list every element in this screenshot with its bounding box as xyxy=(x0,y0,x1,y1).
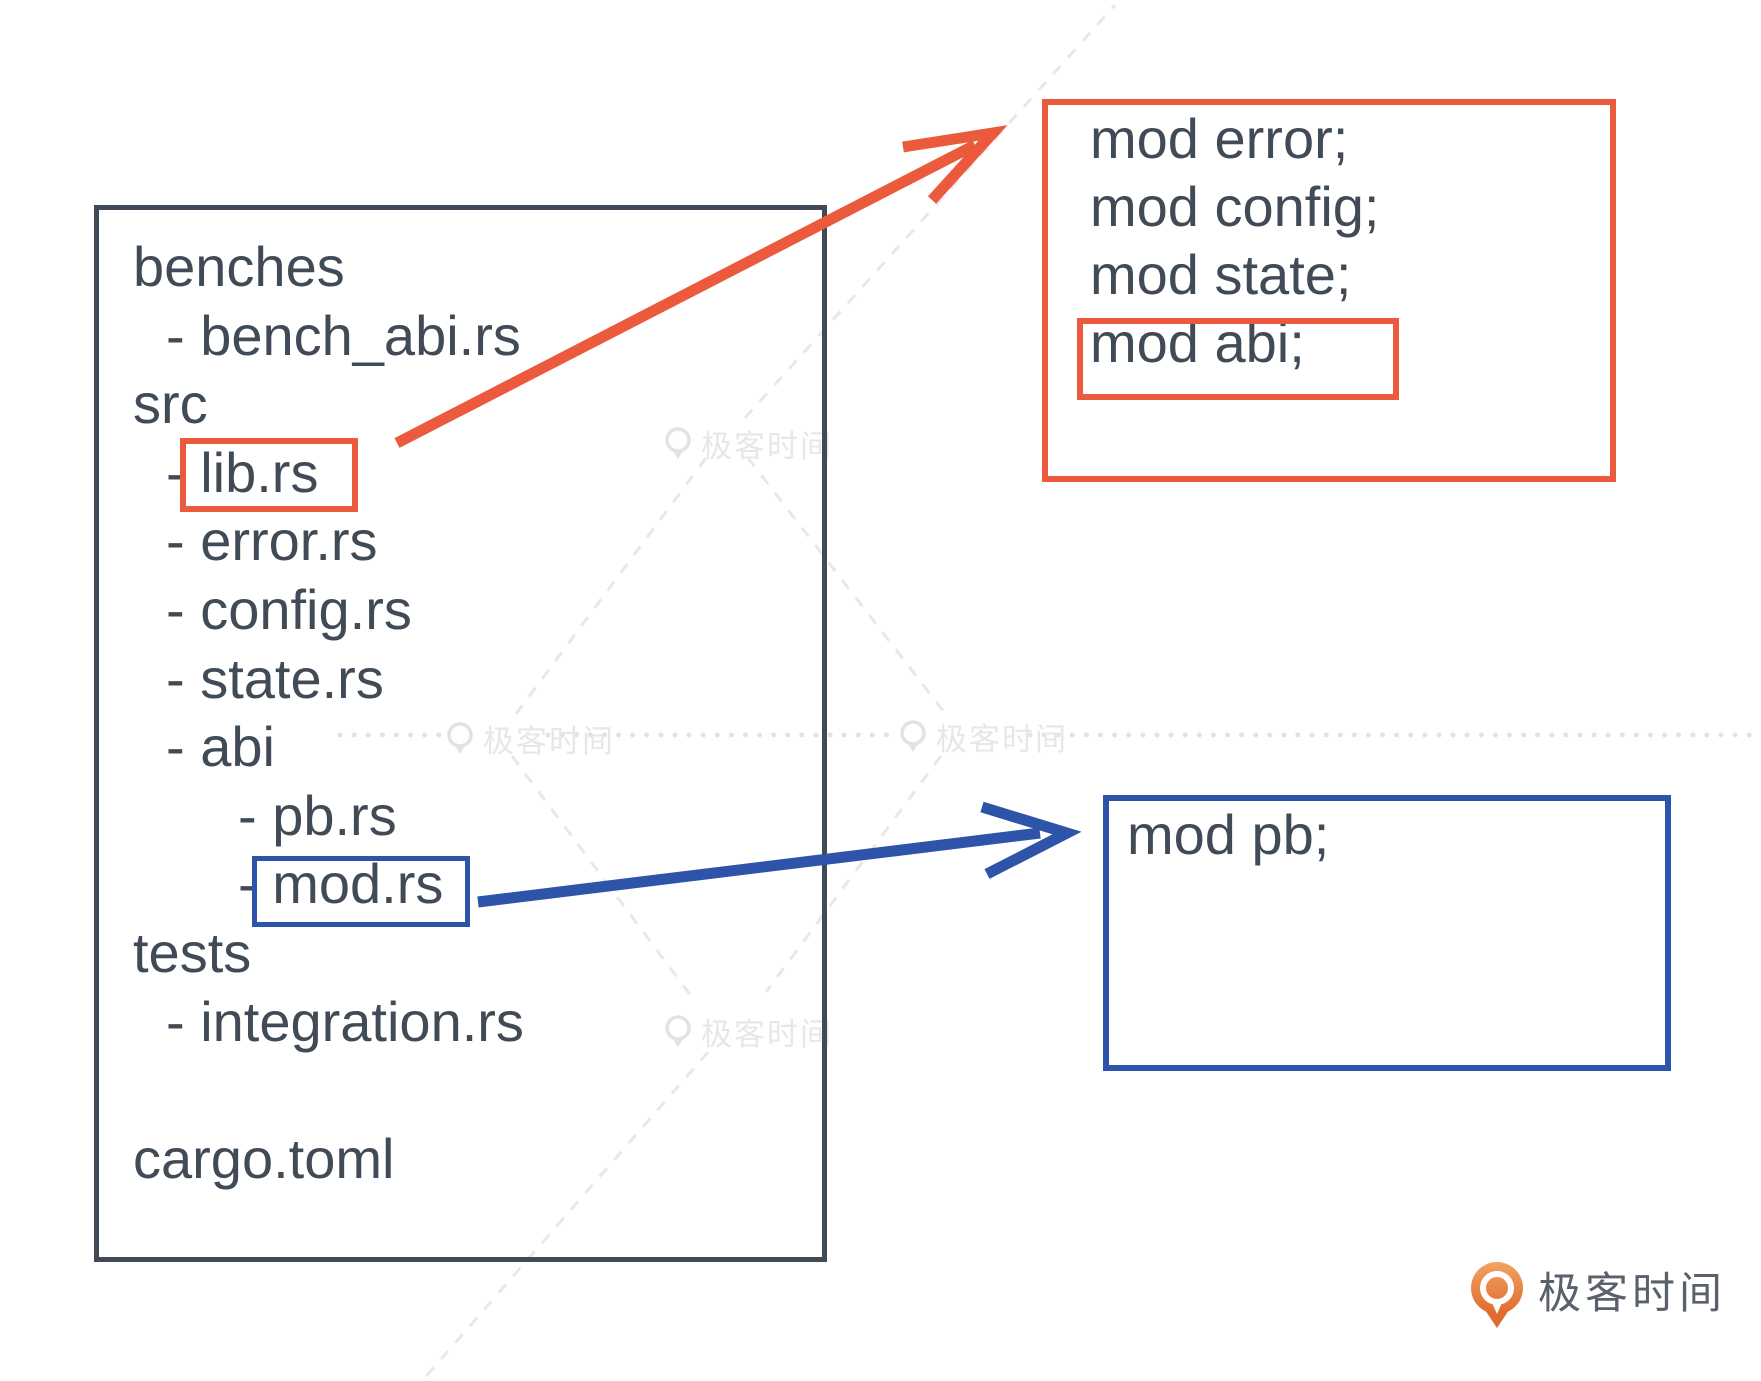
watermark-label: 极客时间 xyxy=(483,724,615,759)
code-line-mod-config-: mod config; xyxy=(1090,175,1380,238)
tree-item-pb-rs: - pb.rs xyxy=(238,783,397,847)
tree-item-bench-abi-rs: - bench_abi.rs xyxy=(166,303,521,367)
watermark-4: 极客时间 xyxy=(663,1009,833,1054)
tree-item-cargo-toml: cargo.toml xyxy=(133,1126,395,1190)
abi-code-panel xyxy=(1103,795,1671,1071)
tree-item-integration-rs: - integration.rs xyxy=(166,989,524,1053)
watermark-label: 极客时间 xyxy=(936,722,1068,757)
tree-item-state-rs: - state.rs xyxy=(166,646,384,710)
watermark-3: 极客时间 xyxy=(898,714,1068,759)
code-line-mod-state-: mod state; xyxy=(1090,243,1352,306)
tree-item-tests: tests xyxy=(133,921,252,984)
brand-logo-label: 极客时间 xyxy=(1538,1270,1726,1318)
tree-item-abi: - abi xyxy=(166,715,275,779)
code-line-mod-abi-: mod abi; xyxy=(1090,311,1305,374)
geektime-watermark-icon xyxy=(447,721,473,754)
geektime-logo-icon xyxy=(1471,1262,1523,1328)
geektime-watermark-icon xyxy=(900,719,926,752)
code-line-mod-error-: mod error; xyxy=(1090,107,1349,170)
tree-item-mod-rs: - mod.rs xyxy=(238,852,444,916)
tree-item-lib-rs: - lib.rs xyxy=(166,440,319,504)
code-line-mod-pb-: mod pb; xyxy=(1127,803,1330,866)
geektime-brand-logo: 极客时间 xyxy=(1470,1262,1726,1330)
tree-item-src: src xyxy=(133,372,208,436)
watermark-2: 极客时间 xyxy=(445,716,615,761)
tree-item-benches: benches xyxy=(133,235,345,298)
tree-item-config-rs: - config.rs xyxy=(166,578,412,641)
geektime-watermark-icon xyxy=(665,1014,691,1047)
tree-item-error-rs: - error.rs xyxy=(166,509,378,573)
watermark-label: 极客时间 xyxy=(701,1017,833,1052)
